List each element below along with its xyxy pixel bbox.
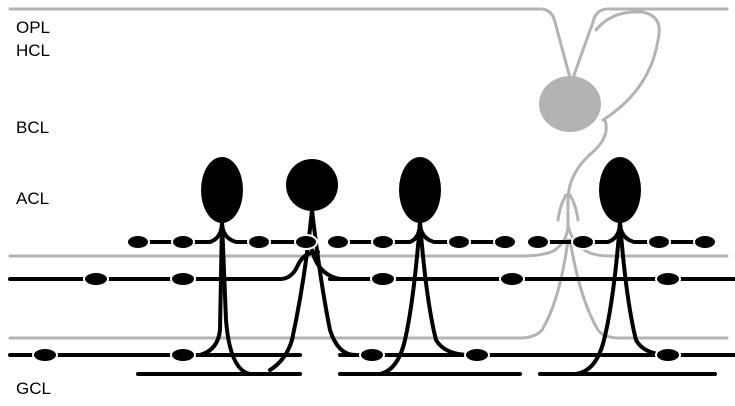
amacrine-cells: [8, 208, 735, 376]
varicosity: [170, 347, 196, 363]
varicosity: [464, 347, 490, 363]
cell3-stalk-left: [378, 220, 422, 376]
varicosities: [32, 234, 717, 363]
varicosity: [32, 347, 58, 363]
bipolar-axon-right: [594, 10, 661, 122]
bipolar-dendrite-fork-2: [568, 193, 580, 222]
varicosity: [571, 234, 595, 250]
varicosity: [655, 271, 681, 287]
cell2-stalk-left: [268, 208, 314, 372]
layer-label-acl: ACL: [16, 189, 50, 208]
opl-boundary-left: [8, 7, 572, 80]
bipolar-axon-branch: [566, 223, 729, 258]
cell1-stalk-right: [220, 220, 252, 376]
cell2-branch: [310, 248, 342, 281]
amacrine-somata: [201, 157, 641, 223]
varicosity: [499, 271, 525, 287]
layer-label-opl: OPL: [16, 18, 51, 37]
bipolar-terminal-right: [568, 238, 729, 340]
amacrine-soma-4: [599, 157, 641, 223]
cell2-stalk-right: [310, 208, 357, 357]
varicosity: [359, 347, 385, 363]
cell3-stalk-right: [418, 220, 472, 357]
varicosity: [171, 234, 195, 250]
process-line-upper: [8, 250, 320, 281]
amacrine-soma-1: [201, 157, 243, 223]
varicosity: [693, 234, 717, 250]
varicosity: [247, 234, 271, 250]
varicosity: [170, 271, 196, 287]
amacrine-soma-3: [399, 157, 441, 223]
layer-label-gcl: GCL: [16, 379, 51, 398]
bipolar-soma: [539, 76, 601, 132]
cell4-stalk-left: [573, 220, 622, 376]
bipolar-terminal-left: [8, 238, 570, 340]
varicosity: [526, 234, 550, 250]
varicosity: [371, 234, 395, 250]
amacrine-soma-2: [286, 159, 338, 211]
varicosity: [83, 271, 109, 287]
bipolar-cell: [8, 7, 729, 340]
opl-boundary-right: [571, 7, 729, 80]
varicosity: [447, 234, 471, 250]
varicosity: [647, 234, 671, 250]
layer-label-bcl: BCL: [16, 118, 50, 137]
cell4-stalk-right: [618, 220, 672, 357]
varicosity: [655, 347, 681, 363]
varicosity: [326, 234, 350, 250]
cell1-stalk-left: [198, 220, 224, 357]
varicosity: [493, 234, 517, 250]
varicosity: [126, 234, 150, 250]
bipolar-dendrite-fork: [556, 193, 568, 222]
varicosity: [294, 234, 318, 250]
varicosity: [370, 271, 396, 287]
layer-label-hcl: HCL: [16, 41, 51, 60]
